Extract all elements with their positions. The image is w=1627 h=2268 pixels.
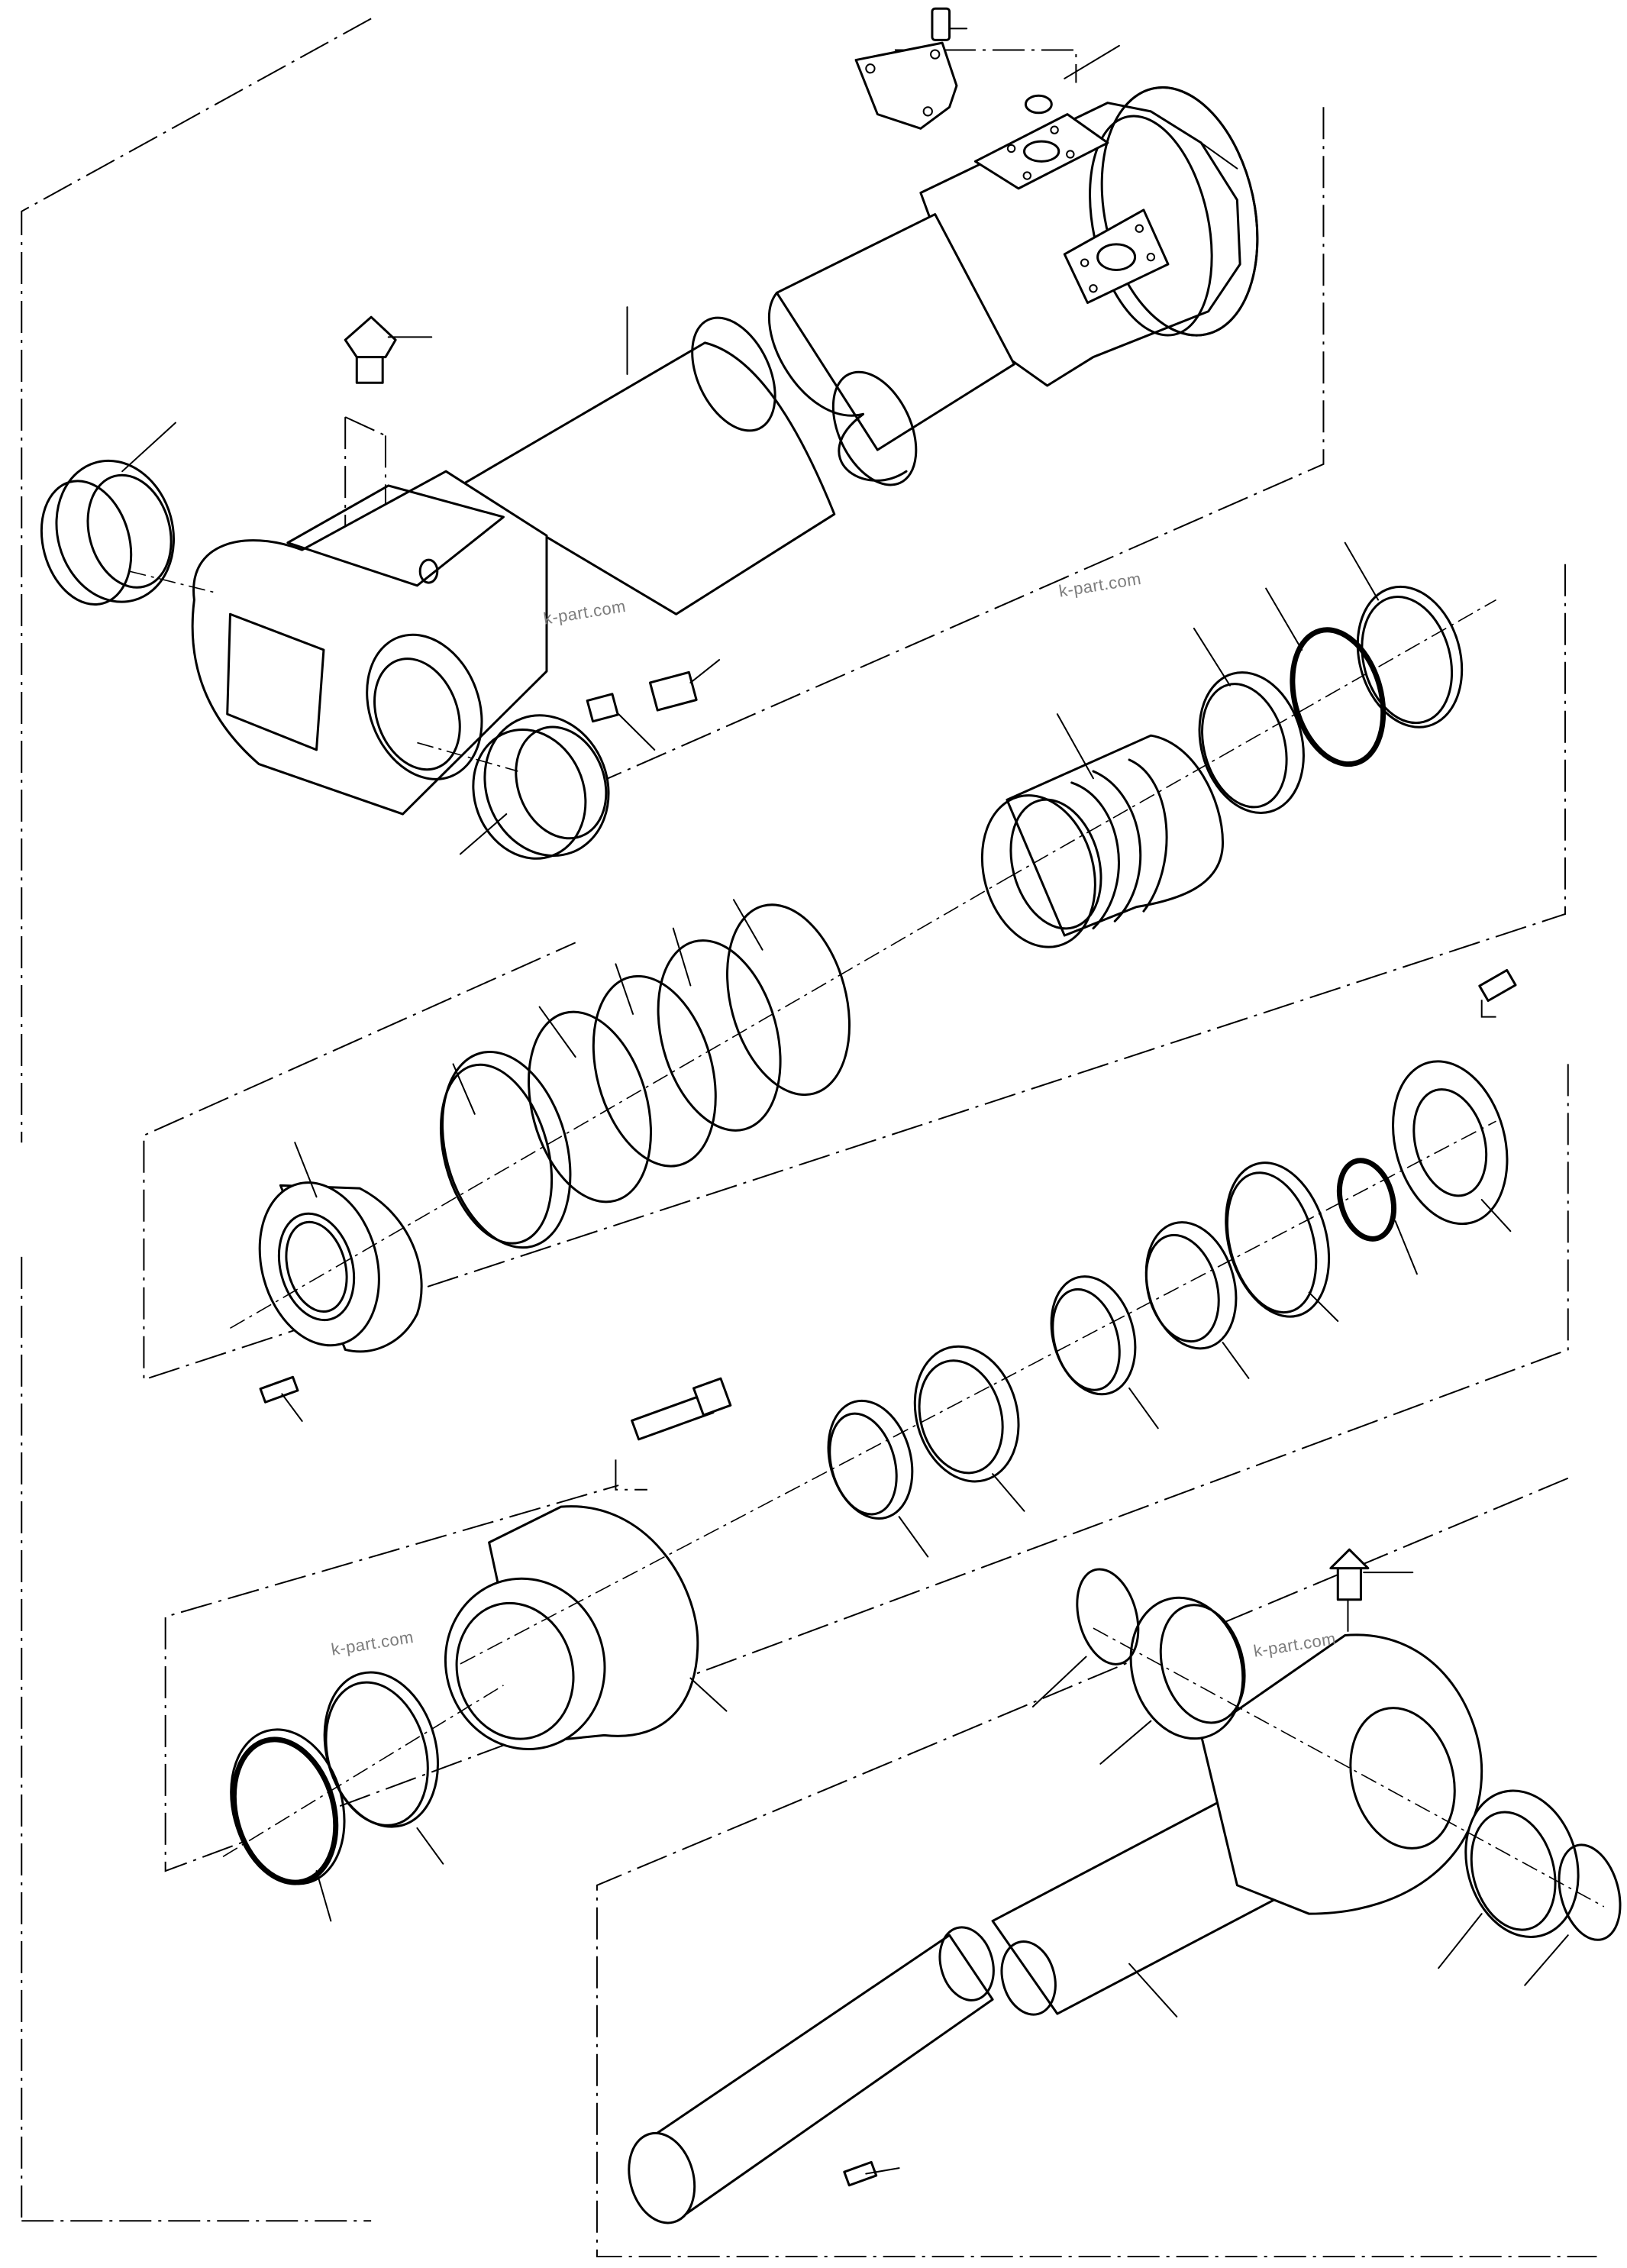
piston-rings: [815, 1152, 1402, 1528]
leader-lines: [122, 28, 1568, 2173]
piston-rod: [619, 1792, 1302, 2230]
bushing-top-left: [28, 447, 189, 615]
cylinder-barrel: [192, 73, 1279, 814]
group-outline: [21, 18, 1596, 2257]
rod-eye: [1201, 1549, 1481, 1914]
flange-plate-top: [856, 8, 1051, 128]
lower-seal-rings: [215, 1659, 454, 1896]
piston: [426, 1507, 697, 1767]
nut-threaded: [242, 1169, 421, 1402]
gland-sleeve: [966, 735, 1223, 960]
spring-rings: [422, 891, 870, 1262]
rod-bushings: [1067, 1562, 1627, 1950]
plugs-mid: [587, 672, 696, 721]
center-lines: [130, 571, 1604, 1907]
end-flange: [1376, 970, 1525, 1236]
bushing-top-mid: [455, 698, 628, 874]
grease-nipple-top: [345, 317, 395, 383]
seal-rings-upper: [1184, 575, 1477, 825]
bolt-piston: [632, 1378, 731, 1439]
